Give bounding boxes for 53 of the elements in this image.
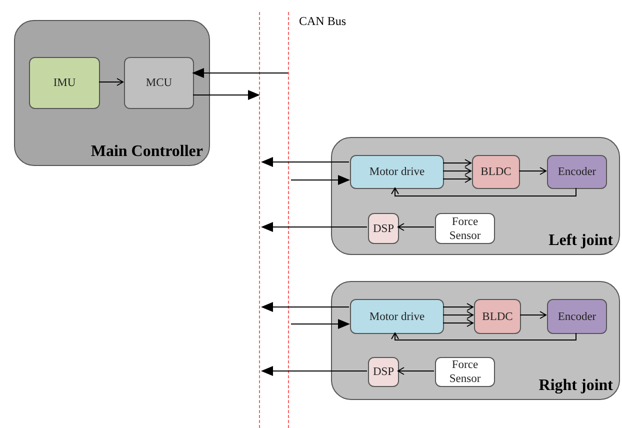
arrow bbox=[442, 159, 472, 167]
module-box bbox=[350, 299, 444, 334]
arrow bbox=[398, 367, 434, 375]
module-box bbox=[368, 357, 399, 387]
module-label: Motor drive bbox=[369, 310, 425, 324]
arrow bbox=[98, 78, 124, 86]
arrow bbox=[442, 167, 472, 175]
module-label: BLDC bbox=[482, 310, 513, 324]
module-label: Encoder bbox=[558, 310, 596, 324]
arrow bbox=[261, 366, 368, 376]
arrow bbox=[391, 332, 576, 340]
controller-panel bbox=[14, 20, 210, 166]
arrow bbox=[391, 188, 576, 196]
module-label: MCU bbox=[146, 76, 172, 90]
module-box bbox=[474, 299, 521, 334]
arrow bbox=[192, 68, 288, 78]
module-box bbox=[29, 57, 100, 109]
bus-line bbox=[259, 12, 262, 428]
arrow bbox=[442, 303, 474, 311]
arrow bbox=[290, 319, 350, 329]
module-label: IMU bbox=[53, 76, 76, 90]
module-box bbox=[124, 57, 194, 109]
arrow bbox=[261, 157, 350, 167]
arrow bbox=[442, 311, 474, 319]
module-box bbox=[472, 155, 520, 189]
module-label: Encoder bbox=[558, 165, 596, 179]
module-box bbox=[547, 155, 607, 189]
module-label: BLDC bbox=[480, 165, 512, 179]
arrow bbox=[398, 223, 434, 231]
module-label: DSP bbox=[372, 222, 394, 236]
panel-title: Left joint bbox=[548, 231, 613, 251]
bus-label: CAN Bus bbox=[299, 13, 346, 30]
module-label: Motor drive bbox=[369, 165, 425, 179]
arrow bbox=[192, 90, 260, 100]
controller-panel bbox=[331, 281, 620, 400]
module-box bbox=[368, 213, 399, 244]
module-box bbox=[435, 213, 495, 244]
arrow bbox=[261, 302, 350, 312]
arrow bbox=[442, 175, 472, 183]
panel-title: Right joint bbox=[538, 376, 613, 396]
arrow bbox=[518, 167, 546, 175]
controller-panel bbox=[331, 137, 620, 255]
module-label: Force Sensor bbox=[448, 358, 482, 386]
module-label: Force Sensor bbox=[448, 214, 482, 242]
module-label: DSP bbox=[372, 365, 394, 379]
panel-title: Main Controller bbox=[90, 142, 203, 162]
arrow bbox=[442, 319, 474, 327]
module-box bbox=[350, 155, 444, 189]
arrow bbox=[261, 222, 368, 232]
module-box bbox=[547, 299, 607, 334]
arrow bbox=[520, 311, 546, 319]
module-box bbox=[435, 357, 495, 387]
arrow bbox=[290, 175, 350, 185]
